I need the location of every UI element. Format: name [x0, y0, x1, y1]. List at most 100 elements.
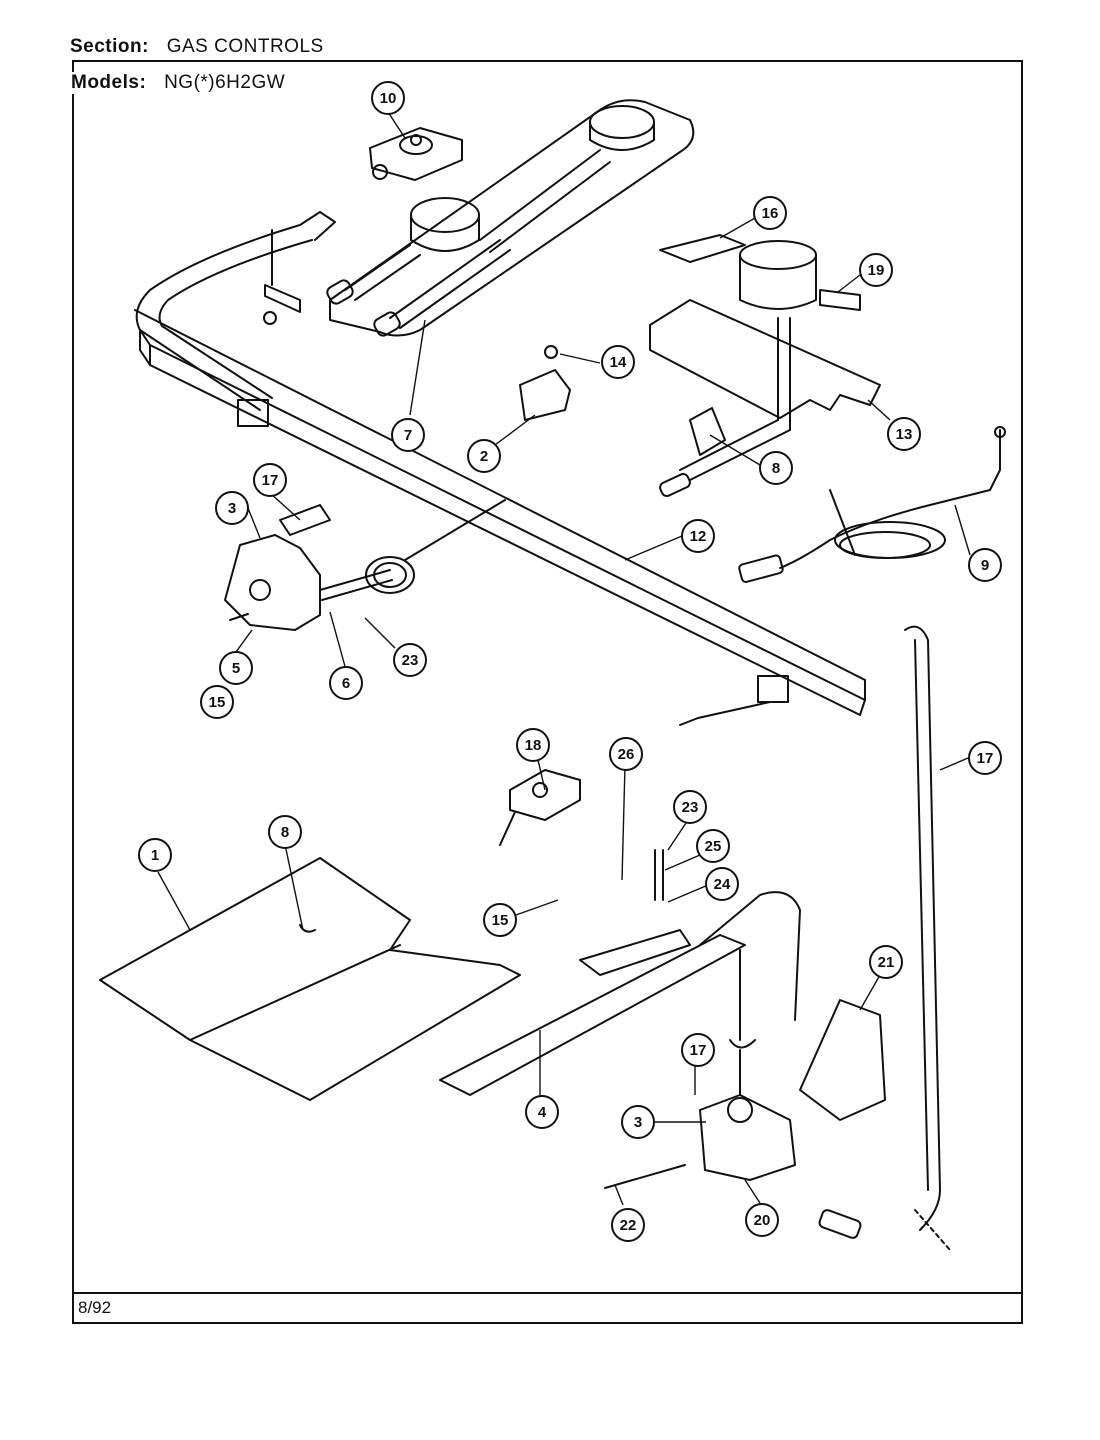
oven-burner-assembly — [649, 234, 881, 498]
burner-assembly — [326, 99, 695, 337]
footer-date: 8/92 — [78, 1298, 112, 1317]
callout-label: 17 — [977, 750, 994, 767]
callout-circle — [745, 1203, 779, 1237]
callout-label: 10 — [380, 90, 397, 107]
part-18-valve — [499, 769, 581, 846]
orifice-fitting — [679, 701, 771, 726]
callout-c13: 13 — [887, 417, 921, 451]
callout-circle — [525, 1095, 559, 1129]
callout-circle — [696, 829, 730, 863]
diagram-frame — [72, 60, 1023, 1324]
lower-valve-assembly — [604, 1049, 796, 1189]
callout-circle — [705, 867, 739, 901]
lower-bracket-assembly — [439, 849, 801, 1096]
callout-label: 3 — [228, 500, 236, 517]
callout-c12: 12 — [681, 519, 715, 553]
callout-circle — [869, 945, 903, 979]
footer-divider — [72, 1292, 1023, 1294]
callout-label: 15 — [492, 912, 509, 929]
callout-label: 19 — [868, 262, 885, 279]
part-10-fitting — [369, 127, 463, 181]
callout-c8b: 8 — [268, 815, 302, 849]
part-2-bracket — [519, 369, 571, 421]
callout-circle — [601, 345, 635, 379]
callout-c7: 7 — [391, 418, 425, 452]
callout-c15b: 15 — [483, 903, 517, 937]
part-17-pipe-right — [818, 625, 951, 1251]
callout-label: 20 — [754, 1212, 771, 1229]
section-value: GAS CONTROLS — [166, 36, 324, 57]
part-14-nut — [544, 345, 558, 359]
callout-circle — [371, 81, 405, 115]
callout-c8a: 8 — [759, 451, 793, 485]
callout-c22: 22 — [611, 1208, 645, 1242]
callout-c25: 25 — [696, 829, 730, 863]
callout-c6: 6 — [329, 666, 363, 700]
manifold-pipe — [135, 211, 336, 411]
callout-label: 24 — [714, 876, 731, 893]
callout-label: 2 — [480, 448, 488, 465]
callout-c15a: 15 — [200, 685, 234, 719]
callout-circle — [391, 418, 425, 452]
callout-label: 25 — [705, 838, 722, 855]
callout-circle — [859, 253, 893, 287]
callout-c26: 26 — [609, 737, 643, 771]
callout-circle — [611, 1208, 645, 1242]
callout-c23a: 23 — [393, 643, 427, 677]
callout-c16: 16 — [753, 196, 787, 230]
callout-label: 21 — [878, 954, 895, 971]
callout-circle — [681, 1033, 715, 1067]
callout-c14: 14 — [601, 345, 635, 379]
part-8-shield-upper — [689, 407, 726, 456]
callout-circle — [329, 666, 363, 700]
part-12-manifold-rail — [134, 309, 866, 716]
callout-label: 17 — [262, 472, 279, 489]
callout-c23b: 23 — [673, 790, 707, 824]
callout-circle — [968, 741, 1002, 775]
part-21-bracket — [799, 999, 886, 1121]
callout-c20: 20 — [745, 1203, 779, 1237]
callout-circle — [609, 737, 643, 771]
callout-c5: 5 — [219, 651, 253, 685]
callout-label: 22 — [620, 1217, 637, 1234]
callout-circle — [759, 451, 793, 485]
callout-circle — [200, 685, 234, 719]
callout-circle — [753, 196, 787, 230]
callout-c17c: 17 — [681, 1033, 715, 1067]
callout-circle — [681, 519, 715, 553]
models-label: Models: — [71, 72, 147, 93]
callout-c17b: 17 — [968, 741, 1002, 775]
callout-circle — [467, 439, 501, 473]
callout-label: 8 — [772, 460, 780, 477]
callout-label: 8 — [281, 824, 289, 841]
callout-label: 12 — [690, 528, 707, 545]
callout-c2: 2 — [467, 439, 501, 473]
models-header: Models: NG(*)6H2GW — [71, 72, 292, 94]
callout-c9: 9 — [968, 548, 1002, 582]
callout-circle — [483, 903, 517, 937]
callout-label: 3 — [634, 1114, 642, 1131]
callout-circle — [516, 728, 550, 762]
callout-circle — [138, 838, 172, 872]
callout-label: 23 — [402, 652, 419, 669]
callout-c24: 24 — [705, 867, 739, 901]
callout-label: 26 — [618, 746, 635, 763]
callout-c1: 1 — [138, 838, 172, 872]
callout-c19: 19 — [859, 253, 893, 287]
callout-c10: 10 — [371, 81, 405, 115]
callout-label: 23 — [682, 799, 699, 816]
callout-label: 14 — [610, 354, 627, 371]
callout-label: 4 — [538, 1104, 547, 1121]
callout-c4: 4 — [525, 1095, 559, 1129]
callout-c17a: 17 — [253, 463, 287, 497]
callout-label: 6 — [342, 675, 350, 692]
callout-label: 18 — [525, 737, 542, 754]
section-header: Section: GAS CONTROLS — [70, 36, 324, 58]
callout-circle — [621, 1105, 655, 1139]
callout-c3b: 3 — [621, 1105, 655, 1139]
callout-c3a: 3 — [215, 491, 249, 525]
callout-c18: 18 — [516, 728, 550, 762]
callout-circle — [215, 491, 249, 525]
callout-label: 9 — [981, 557, 989, 574]
